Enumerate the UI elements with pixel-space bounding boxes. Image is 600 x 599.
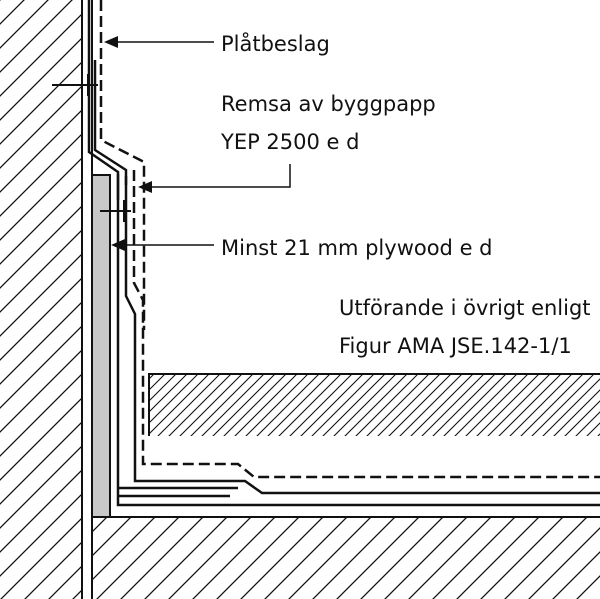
sheet-metal-flashing bbox=[99, 0, 146, 330]
label-platbeslag: Plåtbeslag bbox=[221, 31, 330, 56]
arrow-remsa bbox=[138, 181, 152, 193]
label-remsa-line1: Remsa av byggpapp bbox=[221, 92, 436, 116]
membrane-layer-1 bbox=[116, 174, 600, 507]
roofing-membranes bbox=[87, 0, 600, 507]
insulation-outline bbox=[148, 373, 600, 436]
arrow-plywood bbox=[111, 239, 125, 251]
insulation-hatch bbox=[148, 373, 600, 436]
label-note-line2: Figur AMA JSE.142-1/1 bbox=[339, 334, 572, 358]
flashing-dashed bbox=[99, 0, 600, 479]
bitumen-strip bbox=[132, 170, 600, 479]
plywood-board bbox=[91, 174, 111, 518]
leader-lines bbox=[104, 36, 291, 251]
membrane-upstand-outer bbox=[87, 0, 120, 200]
leader-remsa bbox=[151, 164, 291, 188]
membrane-layer-2 bbox=[124, 176, 600, 495]
arrow-platbeslag bbox=[104, 36, 118, 48]
label-plywood: Minst 21 mm plywood e d bbox=[221, 236, 493, 260]
label-note-line1: Utförande i övrigt enligt bbox=[339, 296, 591, 320]
membrane-upstand-inner bbox=[93, 60, 128, 185]
wall-hatch bbox=[0, 0, 93, 599]
fasteners bbox=[52, 74, 131, 222]
structure-hatch bbox=[92, 516, 600, 599]
label-remsa-line2: YEP 2500 e d bbox=[220, 130, 359, 154]
